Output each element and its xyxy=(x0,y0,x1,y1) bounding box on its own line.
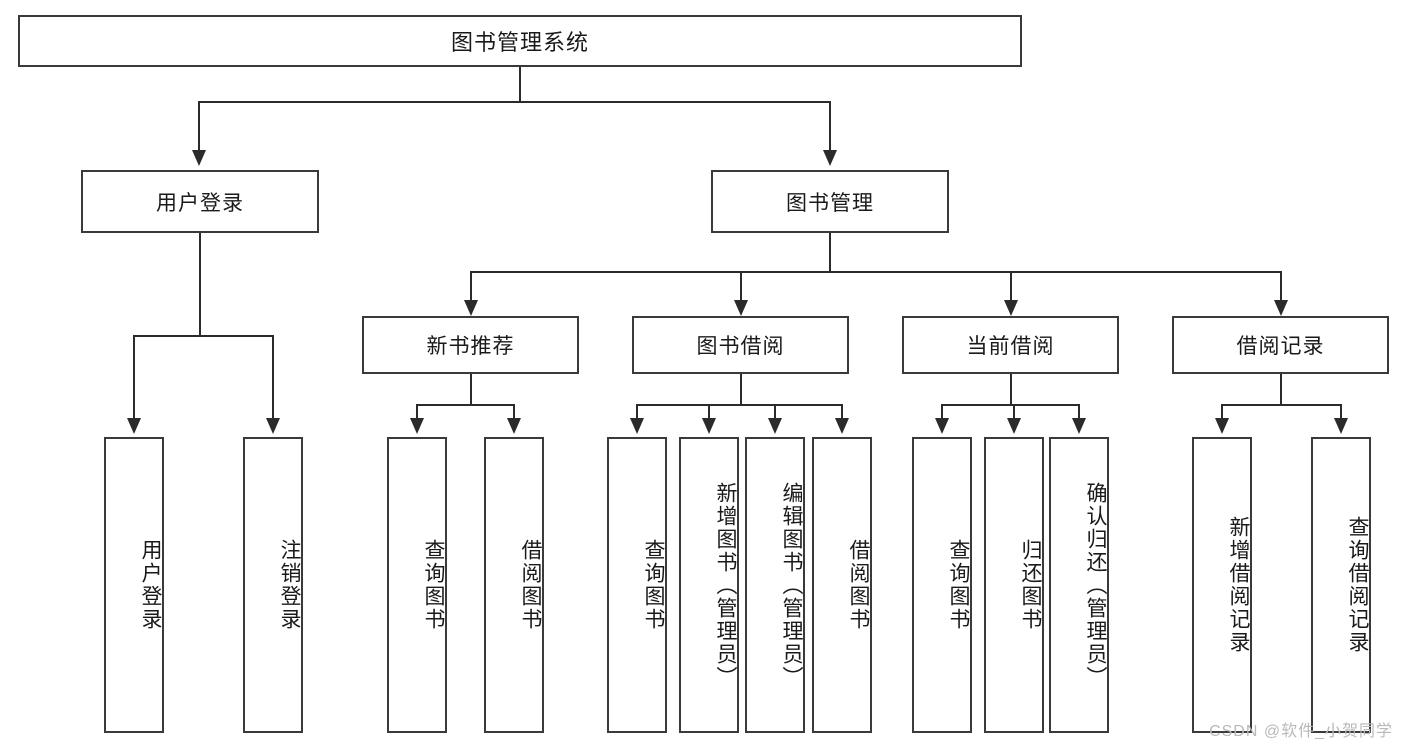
edge-drop-leaf-query-borrow-record xyxy=(1340,404,1342,419)
arrow-down-icon-leaf-add-borrow-record xyxy=(1215,418,1229,434)
leaf-node-borrow-book[interactable]: 借阅图书 xyxy=(812,437,872,733)
arrow-down-icon-leaf-query-borrow-record xyxy=(1334,418,1348,434)
leaf-node-add-borrow-record[interactable]: 新增借阅记录 xyxy=(1192,437,1252,733)
edge-drop-leaf-logout xyxy=(272,335,274,419)
node-label: 新书推荐 xyxy=(426,335,515,358)
node-label: 注销登录 xyxy=(278,539,301,631)
edge-drop-leaf-return-book xyxy=(1013,404,1015,419)
edge-drop-new-book-recommend xyxy=(470,271,472,301)
arrow-down-icon-leaf-query-book-1 xyxy=(410,418,424,434)
node-label: 查询图书 xyxy=(642,539,665,631)
node-label: 用户登录 xyxy=(156,191,244,215)
edge-drop-leaf-user-login xyxy=(133,335,135,419)
node-label: 图书借阅 xyxy=(696,335,785,358)
node-label: 借阅记录 xyxy=(1236,335,1325,358)
leaf-node-borrow-book-recommend[interactable]: 借阅图书 xyxy=(484,437,544,733)
edge-drop-leaf-borrow-book-2 xyxy=(841,404,843,419)
node-current-borrow[interactable]: 当前借阅 xyxy=(902,316,1119,374)
arrow-down-icon-borrow-record xyxy=(1274,300,1288,316)
node-label: 当前借阅 xyxy=(966,335,1055,358)
node-label: 编辑图书（管理员） xyxy=(780,481,803,689)
leaf-node-confirm-return-admin[interactable]: 确认归还（管理员） xyxy=(1049,437,1109,733)
arrow-down-icon-leaf-logout xyxy=(266,418,280,434)
edge-drop-book-management xyxy=(829,101,831,151)
arrow-down-icon-user-login xyxy=(192,150,206,166)
leaf-node-query-book-recommend[interactable]: 查询图书 xyxy=(387,437,447,733)
edge-book-borrow-stem xyxy=(740,374,742,405)
edge-drop-leaf-query-book-1 xyxy=(416,404,418,419)
leaf-node-return-book[interactable]: 归还图书 xyxy=(984,437,1044,733)
leaf-node-query-borrow-record[interactable]: 查询借阅记录 xyxy=(1311,437,1371,733)
node-label: 图书管理 xyxy=(786,191,874,215)
edge-current-borrow-stem xyxy=(1010,374,1012,405)
arrow-down-icon-book-management xyxy=(823,150,837,166)
leaf-node-edit-book-admin[interactable]: 编辑图书（管理员） xyxy=(745,437,805,733)
node-label: 新增图书（管理员） xyxy=(714,481,737,689)
arrow-down-icon-leaf-borrow-book-1 xyxy=(507,418,521,434)
node-book-borrow[interactable]: 图书借阅 xyxy=(632,316,849,374)
edge-borrow-record-bus xyxy=(1221,404,1341,406)
node-label: 用户登录 xyxy=(139,539,162,631)
leaf-node-user-login[interactable]: 用户登录 xyxy=(104,437,164,733)
edge-drop-leaf-query-book-3 xyxy=(941,404,943,419)
leaf-node-query-book-current[interactable]: 查询图书 xyxy=(912,437,972,733)
edge-level2-bus xyxy=(198,101,830,103)
edge-drop-current-borrow xyxy=(1010,271,1012,301)
edge-drop-leaf-edit-book xyxy=(774,404,776,419)
node-user-login[interactable]: 用户登录 xyxy=(81,170,319,233)
edge-drop-leaf-add-borrow-record xyxy=(1221,404,1223,419)
edge-new-book-recommend-stem xyxy=(470,374,472,405)
edge-book-borrow-bus xyxy=(636,404,841,406)
node-label: 图书管理系统 xyxy=(450,30,589,55)
edge-user-login-bus xyxy=(133,335,272,337)
edge-current-borrow-bus xyxy=(941,404,1078,406)
edge-drop-borrow-record xyxy=(1280,271,1282,301)
node-label: 查询借阅记录 xyxy=(1346,516,1369,654)
arrow-down-icon-leaf-confirm-return xyxy=(1072,418,1086,434)
node-label: 确认归还（管理员） xyxy=(1084,481,1107,689)
arrow-down-icon-book-borrow xyxy=(734,300,748,316)
edge-drop-leaf-add-book xyxy=(708,404,710,419)
arrow-down-icon-new-book-recommend xyxy=(464,300,478,316)
node-new-book-recommend[interactable]: 新书推荐 xyxy=(362,316,579,374)
arrow-down-icon-leaf-query-book-2 xyxy=(630,418,644,434)
node-root-library-management-system[interactable]: 图书管理系统 xyxy=(18,15,1022,67)
arrow-down-icon-current-borrow xyxy=(1004,300,1018,316)
edge-book-management-stem xyxy=(829,233,831,272)
node-borrow-record[interactable]: 借阅记录 xyxy=(1172,316,1389,374)
arrow-down-icon-leaf-add-book xyxy=(702,418,716,434)
edge-level3-bus xyxy=(470,271,1280,273)
leaf-node-query-book-borrow[interactable]: 查询图书 xyxy=(607,437,667,733)
node-label: 借阅图书 xyxy=(519,539,542,631)
arrow-down-icon-leaf-return-book xyxy=(1007,418,1021,434)
edge-drop-user-login xyxy=(198,101,200,151)
node-label: 借阅图书 xyxy=(847,539,870,631)
arrow-down-icon-leaf-query-book-3 xyxy=(935,418,949,434)
arrow-down-icon-leaf-edit-book xyxy=(768,418,782,434)
edge-new-book-recommend-bus xyxy=(416,404,514,406)
node-label: 新增借阅记录 xyxy=(1227,516,1250,654)
arrow-down-icon-leaf-borrow-book-2 xyxy=(835,418,849,434)
node-label: 查询图书 xyxy=(947,539,970,631)
node-book-management[interactable]: 图书管理 xyxy=(711,170,949,233)
leaf-node-add-book-admin[interactable]: 新增图书（管理员） xyxy=(679,437,739,733)
edge-drop-book-borrow xyxy=(740,271,742,301)
edge-drop-leaf-confirm-return xyxy=(1078,404,1080,419)
edge-drop-leaf-borrow-book-1 xyxy=(513,404,515,419)
leaf-node-logout[interactable]: 注销登录 xyxy=(243,437,303,733)
node-label: 查询图书 xyxy=(422,539,445,631)
arrow-down-icon-leaf-user-login xyxy=(127,418,141,434)
edge-drop-leaf-query-book-2 xyxy=(636,404,638,419)
node-label: 归还图书 xyxy=(1019,539,1042,631)
edge-root-stem xyxy=(519,67,521,102)
edge-borrow-record-stem xyxy=(1280,374,1282,405)
edge-user-login-stem xyxy=(199,233,201,336)
